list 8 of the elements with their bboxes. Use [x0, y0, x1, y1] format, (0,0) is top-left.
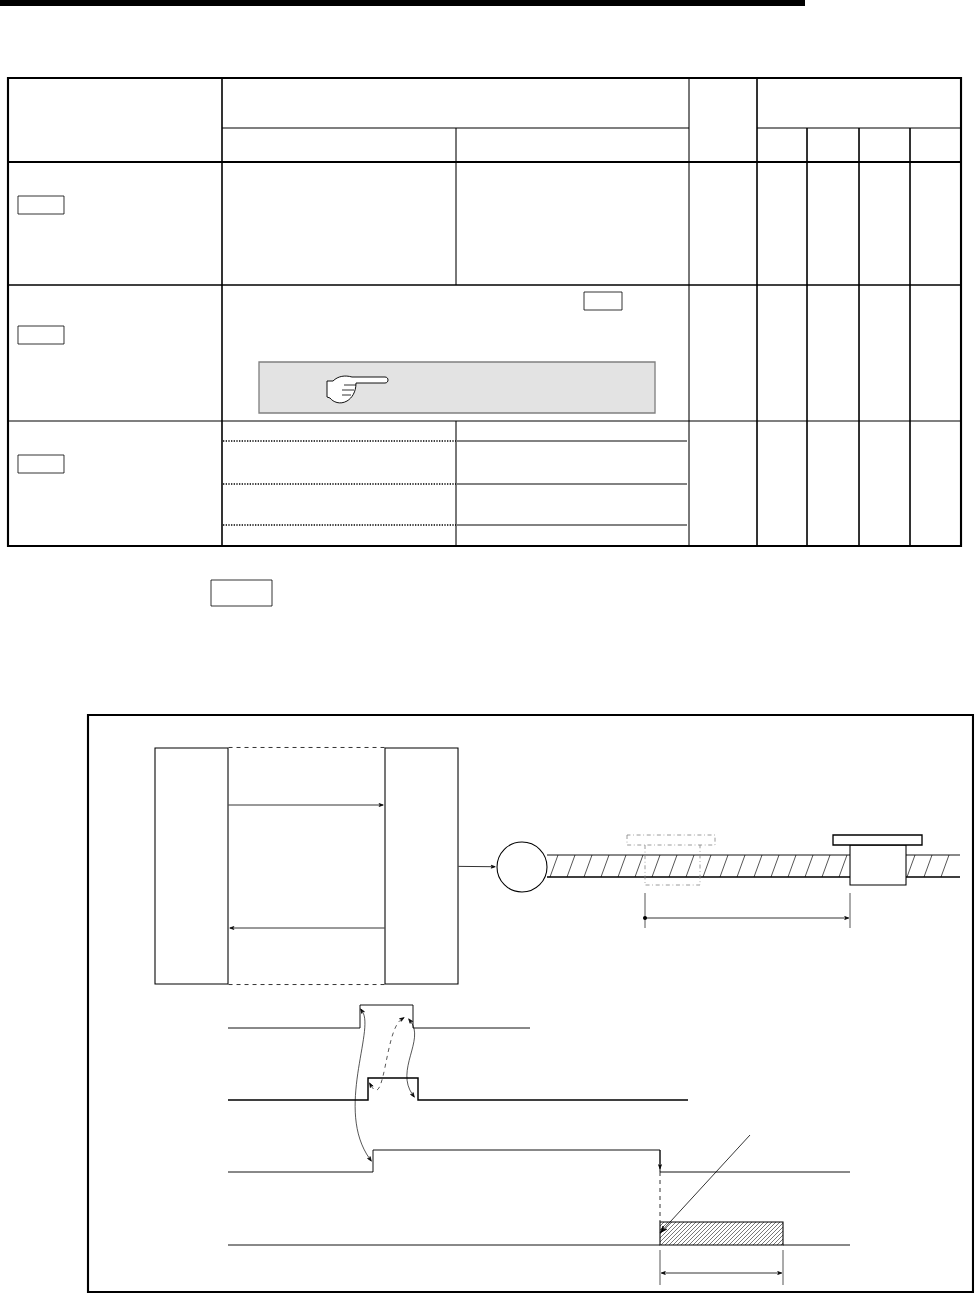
unit-box: [384, 747, 459, 985]
arrow: [228, 803, 384, 807]
arrow: [229, 926, 385, 930]
motor-circle: [496, 841, 548, 893]
unit-box: [154, 747, 229, 985]
leader-line: [659, 1134, 751, 1234]
hatched-bar: [659, 1221, 784, 1246]
arrow: [458, 864, 496, 869]
